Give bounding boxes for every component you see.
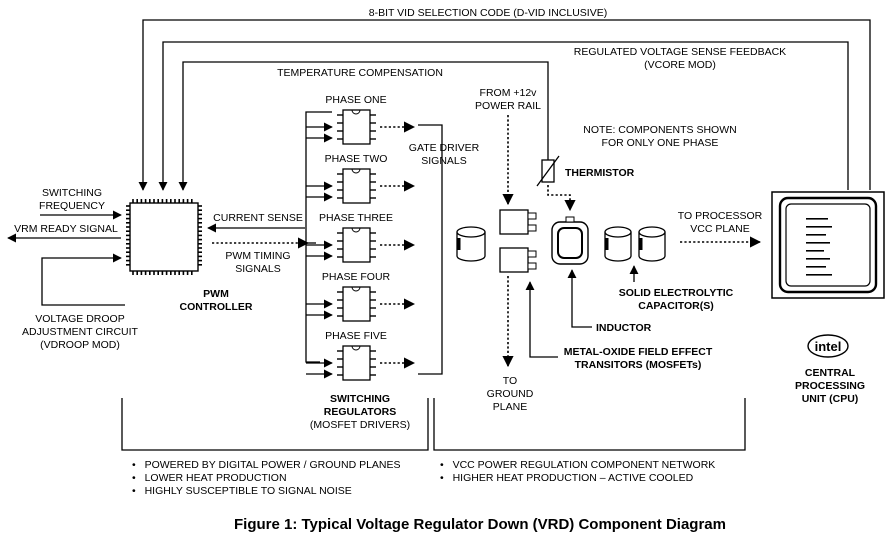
thermistor-label: THERMISTOR [565, 167, 635, 179]
voltage-sense-line [158, 41, 849, 191]
phase-5: PHASE FIVE [325, 330, 416, 381]
intel-logo: intel [807, 334, 849, 358]
phase-2: PHASE TWO [325, 153, 416, 204]
pwm-controller-label-2: CONTROLLER [180, 301, 253, 313]
switching-regulators-label-2: REGULATORS [324, 406, 397, 418]
switching-frequency-label-1: SWITCHING [42, 187, 102, 199]
capacitor-right-b [638, 226, 666, 262]
vdroop-label-1: VOLTAGE DROOP [35, 313, 124, 325]
switching-frequency-label-2: FREQUENCY [39, 200, 105, 212]
pwm-controller-label-1: PWM [203, 288, 229, 300]
capacitor-right-a [604, 226, 632, 262]
chip-notch [351, 109, 361, 115]
capacitor-left [456, 226, 486, 262]
phase-1: PHASE ONE [325, 94, 416, 145]
from-12v-label-2: POWER RAIL [475, 100, 541, 112]
gate-driver-collector [418, 124, 443, 375]
ground-label-2: GROUND [487, 388, 534, 400]
mosfet-lower [499, 247, 537, 273]
thermistor-to-inductor [547, 185, 576, 212]
solid-cap-label-2: CAPACITOR(S) [638, 300, 713, 312]
vsense-label-1: REGULATED VOLTAGE SENSE FEEDBACK [574, 46, 786, 58]
driver-chip [342, 227, 371, 263]
mosfet-label-1: METAL-OXIDE FIELD EFFECT [564, 346, 713, 358]
temperature-compensation-line [178, 61, 549, 191]
bullet-left-2: • LOWER HEAT PRODUCTION [132, 472, 287, 484]
phase-label: PHASE THREE [319, 212, 393, 224]
phase-label: PHASE FIVE [325, 330, 387, 342]
chip-notch [351, 168, 361, 174]
mosfet-label-2: TRANSITORS (MOSFETs) [575, 359, 702, 371]
vid-selection-line [138, 19, 871, 191]
inductor-pointer [567, 269, 592, 328]
cpu-label-2: PROCESSING [795, 380, 865, 392]
chip-notch [351, 227, 361, 233]
phase-label: PHASE FOUR [322, 271, 391, 283]
inductor-label: INDUCTOR [596, 322, 652, 334]
gate-driver-label-2: SIGNALS [421, 155, 467, 167]
vid-code-label: 8-BIT VID SELECTION CODE (D-VID INCLUSIV… [369, 7, 607, 19]
cpu-label-3: UNIT (CPU) [802, 393, 859, 405]
mosfet-upper [499, 209, 537, 235]
phase-bus [305, 111, 333, 379]
ground-label-1: TO [503, 375, 517, 387]
switching-regulators-label-1: SWITCHING [330, 393, 390, 405]
driver-chip [342, 168, 371, 204]
thermistor [536, 155, 560, 187]
gate-driver-label-1: GATE DRIVER [409, 142, 480, 154]
bullets-right: • VCC POWER REGULATION COMPONENT NETWORK… [440, 459, 715, 484]
phase-label: PHASE ONE [325, 94, 386, 106]
vdroop-label-3: (VDROOP MOD) [40, 339, 120, 351]
switching-regulators-label-3: (MOSFET DRIVERS) [310, 419, 410, 431]
bullet-right-2: • HIGHER HEAT PRODUCTION – ACTIVE COOLED [440, 472, 694, 484]
ground-label-3: PLANE [493, 401, 527, 413]
driver-chip [342, 109, 371, 145]
cpu-package [771, 191, 885, 299]
inductor [551, 216, 589, 265]
to-processor-label-1: TO PROCESSOR [678, 210, 763, 222]
phase-label: PHASE TWO [325, 153, 388, 165]
vsense-label-2: (VCORE MOD) [644, 59, 716, 71]
to-processor-label-2: VCC PLANE [690, 223, 750, 235]
temp-comp-label: TEMPERATURE COMPENSATION [277, 67, 443, 79]
solid-cap-label-1: SOLID ELECTROLYTIC [619, 287, 734, 299]
cpu-label-1: CENTRAL [805, 367, 856, 379]
bullet-right-1: • VCC POWER REGULATION COMPONENT NETWORK [440, 459, 715, 471]
phase-3: PHASE THREE [319, 212, 416, 263]
mosfet-pointer [525, 281, 558, 358]
chip-notch [351, 286, 361, 292]
driver-chip [342, 345, 371, 381]
vdroop-loop [41, 253, 125, 306]
intel-logo-text: intel [815, 339, 842, 354]
note-label-1: NOTE: COMPONENTS SHOWN [583, 124, 736, 136]
figure-caption: Figure 1: Typical Voltage Regulator Down… [234, 516, 726, 533]
phase-4: PHASE FOUR [322, 271, 416, 322]
driver-chip [342, 286, 371, 322]
pwm-timing-label-2: SIGNALS [235, 263, 281, 275]
chip-notch [351, 345, 361, 351]
right-bracket [433, 398, 746, 451]
vdroop-label-2: ADJUSTMENT CIRCUIT [22, 326, 138, 338]
bullet-left-1: • POWERED BY DIGITAL POWER / GROUND PLAN… [132, 459, 401, 471]
current-sense-label: CURRENT SENSE [213, 212, 303, 224]
vrm-ready-label: VRM READY SIGNAL [14, 223, 118, 235]
left-bracket [121, 398, 429, 451]
from-12v-label-1: FROM +12v [480, 87, 538, 99]
pwm-controller-chip [126, 199, 202, 275]
note-label-2: FOR ONLY ONE PHASE [602, 137, 719, 149]
pwm-timing-label-1: PWM TIMING [225, 250, 290, 262]
bullet-left-3: • HIGHLY SUSCEPTIBLE TO SIGNAL NOISE [132, 485, 352, 497]
bullets-left: • POWERED BY DIGITAL POWER / GROUND PLAN… [132, 459, 401, 497]
